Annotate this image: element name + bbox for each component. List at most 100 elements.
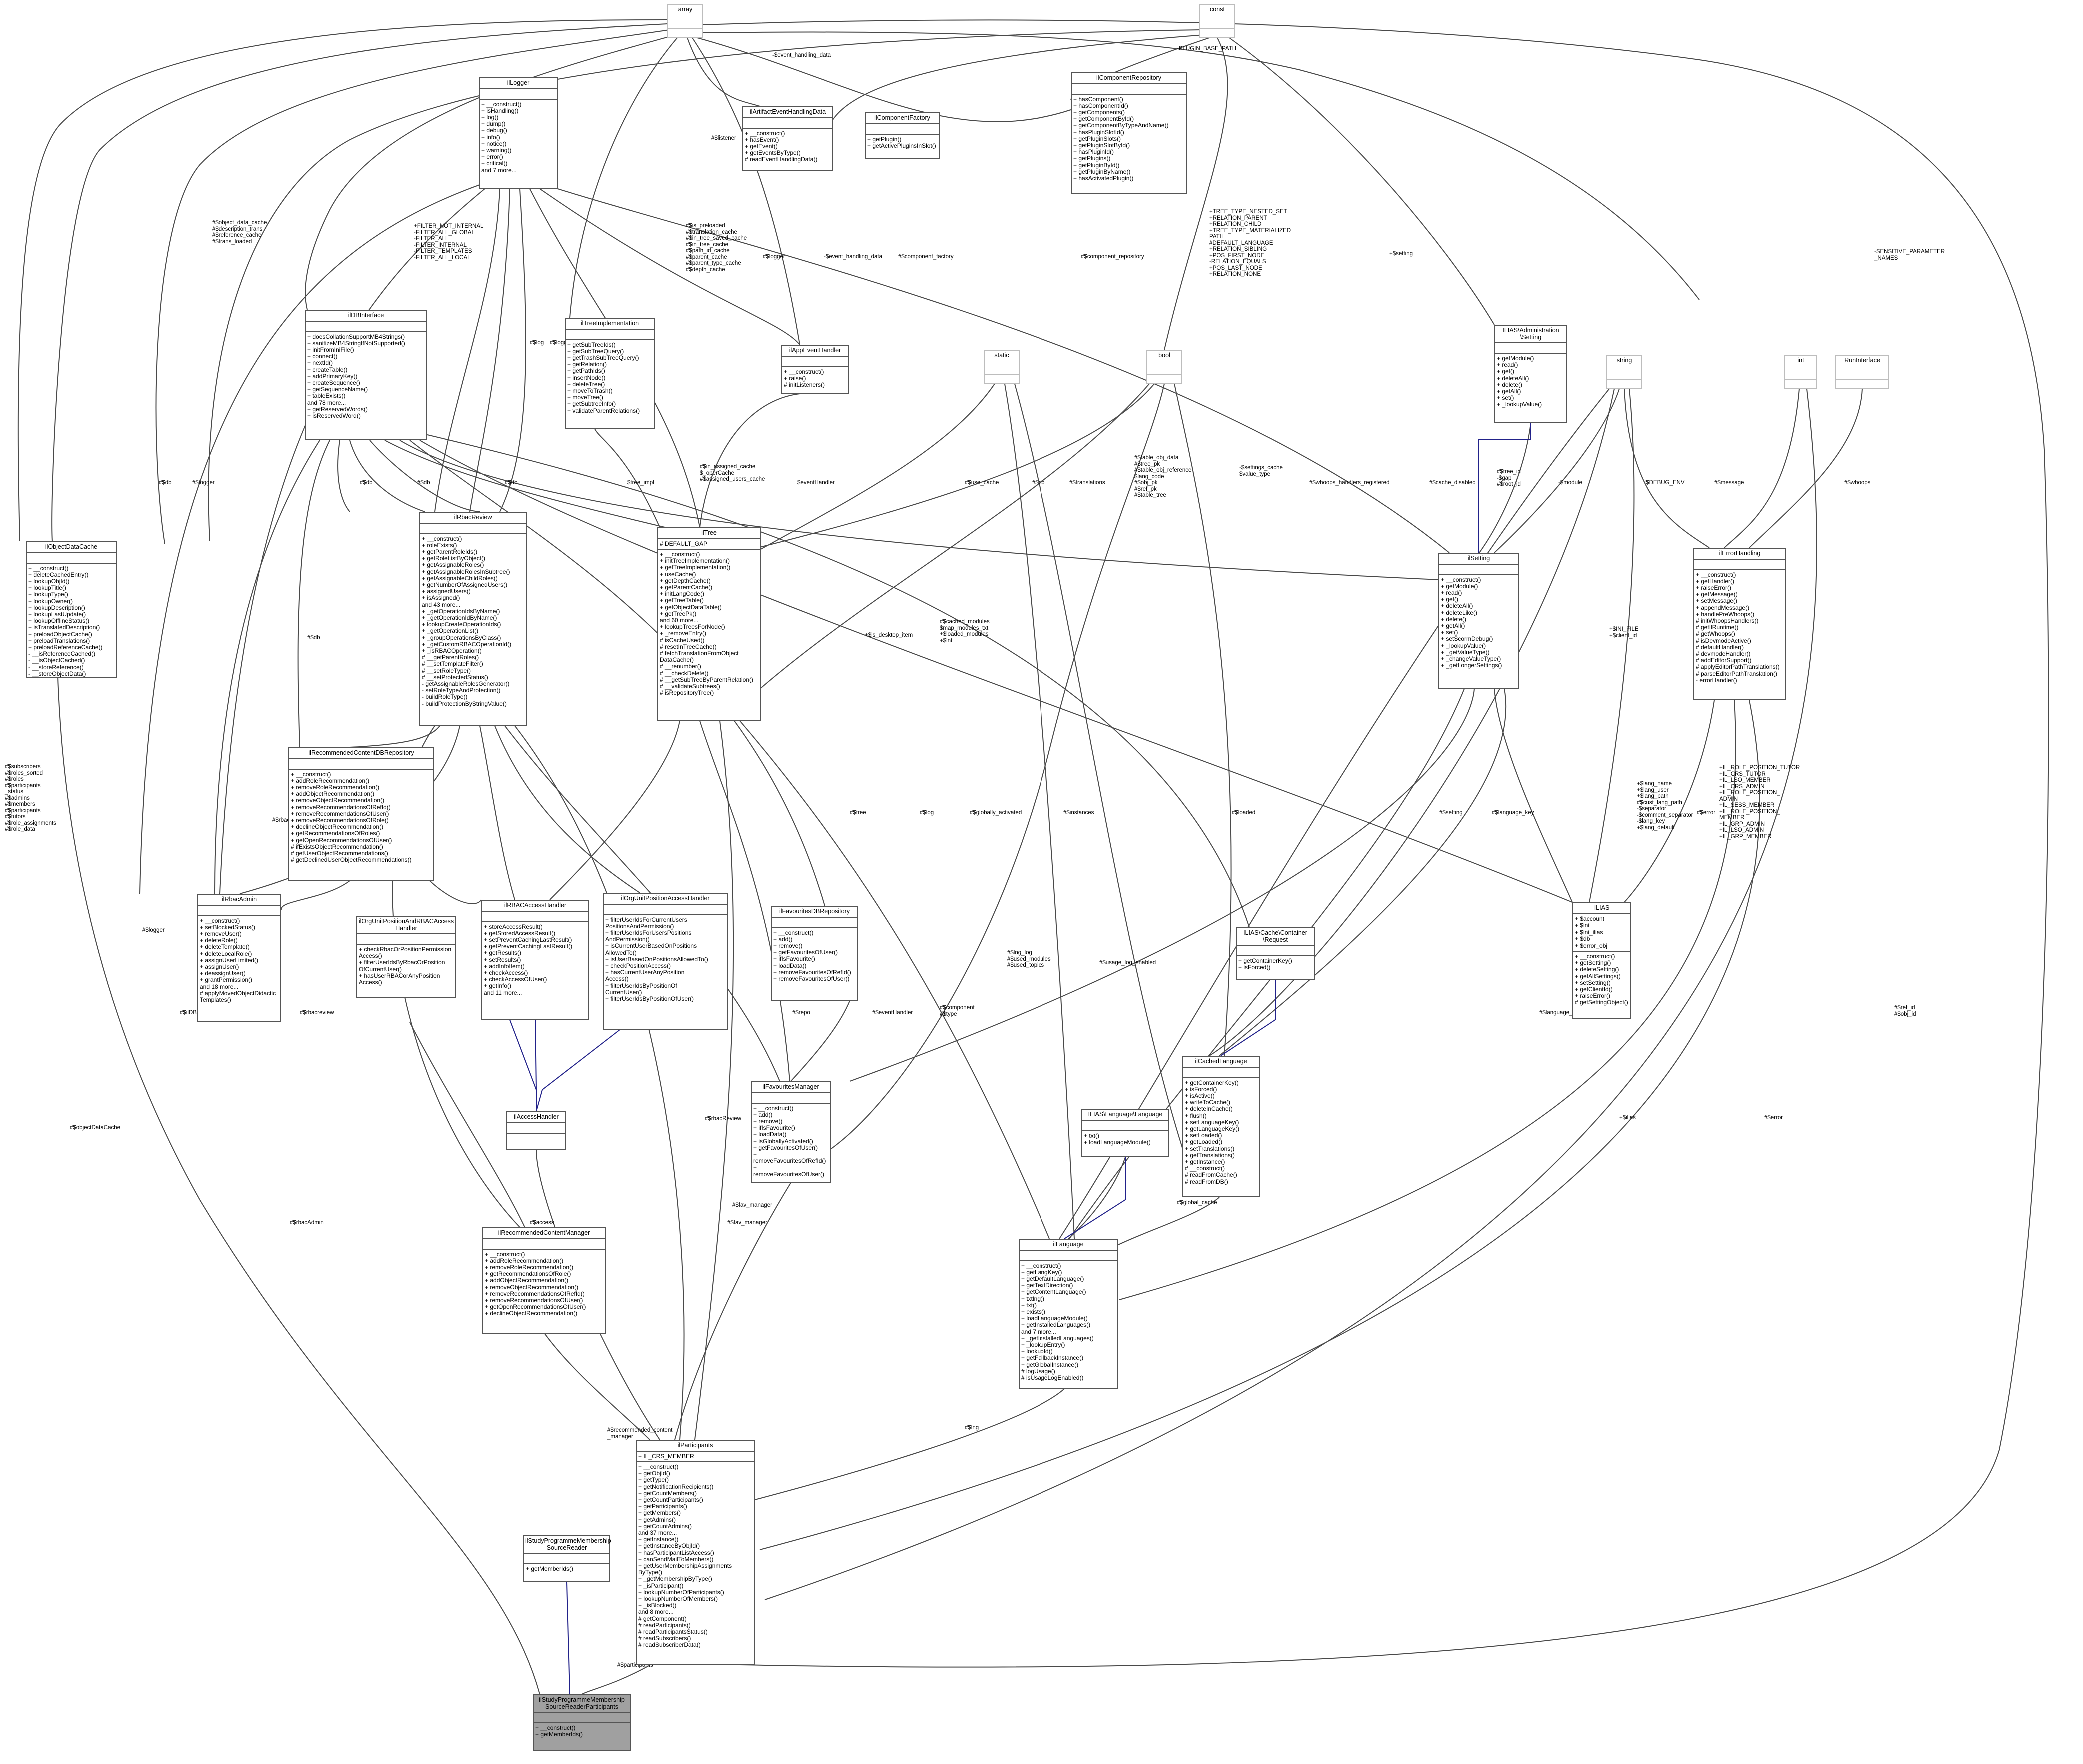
edge-label: -$event_handling_data [772, 52, 831, 58]
uml-class-ilErrorHandling[interactable]: ilErrorHandling+ __construct() + getHand… [1693, 548, 1786, 700]
uml-class-title: ilLogger [480, 78, 557, 89]
uml-class-ilAppEventHandler[interactable]: ilAppEventHandler + __construct() + raise… [781, 345, 849, 394]
uml-class-attributes: + $account + $ini + $ini_ilias + $db + $… [1573, 914, 1630, 952]
uml-class-ilDBInterface[interactable]: ilDBInterface+ doesCollationSupportMB4St… [305, 310, 427, 440]
edge-label: +$setting [1389, 251, 1413, 257]
uml-class-title: ilRbacReview [420, 513, 526, 524]
uml-class-ilRbacReview[interactable]: ilRbacReview+ __construct() + roleExists… [419, 512, 527, 726]
uml-class-ilObjectDataCache[interactable]: ilObjectDataCache+ __construct() + delet… [26, 541, 117, 678]
uml-class-ILIAS_Language_Language[interactable]: ILIAS\Language\Language+ txt() + loadLan… [1081, 1109, 1169, 1157]
uml-class-title: ILIAS [1573, 903, 1630, 914]
uml-class-operations: + __construct() + getSetting() + deleteS… [1575, 953, 1628, 1006]
edge-label: #$db [159, 480, 172, 486]
uml-class-attributes [1082, 1121, 1168, 1131]
edge-label: +IL_ROLE_POSITION_TUTOR +IL_CRS_TUTOR +I… [1719, 765, 1800, 840]
uml-class-title: ILIAS\Cache\Container \Request [1237, 928, 1314, 946]
uml-class-bool[interactable]: bool [1146, 350, 1182, 384]
uml-class-ilLogger[interactable]: ilLogger + __construct() + isHandling() +… [479, 77, 558, 189]
uml-class-operations: + storeAccessResult() + getStoredAccessR… [484, 923, 573, 996]
edge-label: -SENSITIVE_PARAMETER _NAMES [1874, 249, 1945, 261]
uml-class-operations: + __construct() + isHandling() + log() +… [481, 100, 522, 174]
uml-class-ILIAS[interactable]: ILIAS+ $account + $ini + $ini_ilias + $d… [1572, 902, 1631, 1019]
uml-class-ilParticipants[interactable]: ilParticipants+ IL_CRS_MEMBER+ __constru… [636, 1440, 755, 1665]
uml-class-int[interactable]: int [1784, 355, 1817, 389]
edge-label: #$ilDB [180, 1010, 197, 1016]
uml-class-attributes [1836, 366, 1888, 380]
uml-class-ilRecommendedContentManager[interactable]: ilRecommendedContentManager+ __construct… [482, 1227, 606, 1334]
uml-class-operations [1607, 380, 1641, 393]
edge-label: #$logger [192, 480, 215, 486]
uml-class-operations: + __construct() + add() + remove() + ifI… [753, 1104, 826, 1178]
uml-class-title: ilSetting [1439, 554, 1518, 565]
uml-class-attributes [772, 918, 857, 928]
uml-class-array[interactable]: array [667, 4, 703, 38]
edge-label: #$table_obj_data #$tree_pk #$table_obj_r… [1134, 455, 1192, 498]
uml-class-title: RunInterface [1836, 356, 1888, 366]
uml-class-attributes: + IL_CRS_MEMBER [637, 1452, 754, 1462]
uml-class-title: static [985, 351, 1019, 361]
edge-label: #$fav_manager [727, 1220, 767, 1226]
uml-class-ilLanguage[interactable]: ilLanguage+ __construct() + getLangKey()… [1019, 1239, 1118, 1389]
uml-class-ilFavouritesDBRepository[interactable]: ilFavouritesDBRepository + __construct() … [771, 906, 858, 1001]
uml-class-operations: + __construct() + raise() # initListener… [784, 368, 825, 388]
uml-class-ilArtifactEventHandlingData[interactable]: ilArtifactEventHandlingData+ __construct… [742, 106, 833, 171]
edge-label: #$eventHandler [872, 1010, 913, 1016]
uml-class-ILIAS_Cache_Container_Request[interactable]: ILIAS\Cache\Container \Request + getConta… [1236, 927, 1315, 980]
uml-class-attributes [1785, 366, 1816, 380]
edge-label: +$lang_name +$lang_user +$lang_path #$cu… [1637, 781, 1693, 831]
uml-class-ilRbacAdmin[interactable]: ilRbacAdmin+ __construct() + setBlockedS… [197, 894, 281, 1022]
uml-class-operations: + doesCollationSupportMB4Strings() + san… [307, 333, 405, 419]
edge-label: #$db [307, 635, 320, 641]
uml-class-ilOrgUnitPositionAndRBACAccessHandler[interactable]: ilOrgUnitPositionAndRBACAccess Handler+ … [356, 916, 456, 998]
uml-class-operations [1200, 29, 1234, 42]
edge-label: #$in_assigned_cache $_operCache #$assign… [700, 464, 765, 482]
uml-class-ilComponentFactory[interactable]: ilComponentFactory+ getPlugin() + getAct… [865, 112, 940, 159]
edge-label: #$objectDataCache [70, 1125, 121, 1131]
uml-class-title: ilCachedLanguage [1183, 1057, 1259, 1068]
uml-class-ilStudyProgrammeMembershipSourceReader[interactable]: ilStudyProgrammeMembership SourceReader+… [523, 1535, 611, 1582]
uml-class-title: ilAppEventHandler [782, 346, 848, 357]
uml-class-operations: + checkRbacOrPositionPermission Access()… [359, 946, 452, 986]
uml-class-ilRecommendedContentDBRepository[interactable]: ilRecommendedContentDBRepository + __cons… [288, 747, 434, 881]
edge-label: #$translations [1069, 480, 1105, 486]
uml-class-operations: + __construct() + addRoleRecommendation(… [291, 770, 412, 864]
uml-class-title: int [1785, 356, 1816, 366]
uml-class-ilSetting[interactable]: ilSetting+ __construct() + getModule() +… [1438, 553, 1519, 689]
uml-class-attributes [743, 118, 832, 129]
uml-class-attributes [524, 1554, 609, 1564]
uml-class-title: string [1607, 356, 1641, 366]
uml-class-title: ilRecommendedContentDBRepository [289, 748, 433, 759]
uml-class-title: ilRecommendedContentManager [483, 1228, 605, 1239]
uml-class-ilOrgUnitPositionAccessHandler[interactable]: ilOrgUnitPositionAccessHandler+ filterUs… [603, 893, 728, 1030]
uml-class-attributes [1607, 366, 1641, 380]
uml-class-attributes [357, 934, 455, 945]
uml-class-ilTreeImplementation[interactable]: ilTreeImplementation+ getSubTreeIds() + … [565, 318, 655, 429]
uml-class-RunInterface[interactable]: RunInterface [1835, 355, 1889, 389]
edge-label: #$log [920, 810, 934, 816]
uml-class-operations: + __construct() + add() + remove() + get… [773, 929, 851, 982]
edge-label: #$db [1032, 480, 1045, 486]
edge-label: #$repo [792, 1010, 810, 1016]
uml-class-ilComponentRepository[interactable]: ilComponentRepository+ hasComponent() + … [1071, 72, 1187, 194]
uml-class-ilRBACAccessHandler[interactable]: ilRBACAccessHandler+ storeAccessResult()… [481, 900, 589, 1020]
uml-class-operations: + getContainerKey() + isForced() [1238, 957, 1292, 971]
uml-class-ilTree[interactable]: ilTree# DEFAULT_GAP+ __construct() + ini… [657, 527, 761, 721]
uml-class-title: ilLanguage [1020, 1240, 1117, 1251]
uml-class-operations: + __construct() + setBlockedStatus() + r… [200, 917, 276, 1003]
uml-class-const[interactable]: const [1199, 4, 1235, 38]
uml-class-ILIAS_Administration_Setting[interactable]: ILIAS\Administration \Setting+ getModule… [1494, 325, 1567, 423]
uml-class-ilFavouritesManager[interactable]: ilFavouritesManager+ __construct() + add… [751, 1081, 831, 1183]
uml-class-string[interactable]: string [1606, 355, 1642, 389]
uml-class-ilCachedLanguage[interactable]: ilCachedLanguage+ getContainerKey() + is… [1182, 1056, 1260, 1197]
uml-class-ilAccessHandler[interactable]: ilAccessHandler [506, 1111, 566, 1150]
uml-class-attributes [483, 1239, 605, 1250]
uml-class-operations [985, 375, 1019, 388]
uml-class-attributes [198, 906, 280, 916]
edge-label: $tree_impl [627, 480, 654, 486]
uml-class-operations: + __construct() + getObjId() + getType()… [638, 1463, 732, 1649]
uml-class-title: ilFavouritesDBRepository [772, 907, 857, 918]
uml-class-attributes [1072, 84, 1186, 95]
edge-label: #$rbacreview [300, 1010, 334, 1016]
uml-class-static[interactable]: static [984, 350, 1020, 384]
uml-class-ilStudyProgrammeMembershipSourceReaderParticipants[interactable]: ilStudyProgrammeMembership SourceReaderP… [533, 1694, 631, 1751]
